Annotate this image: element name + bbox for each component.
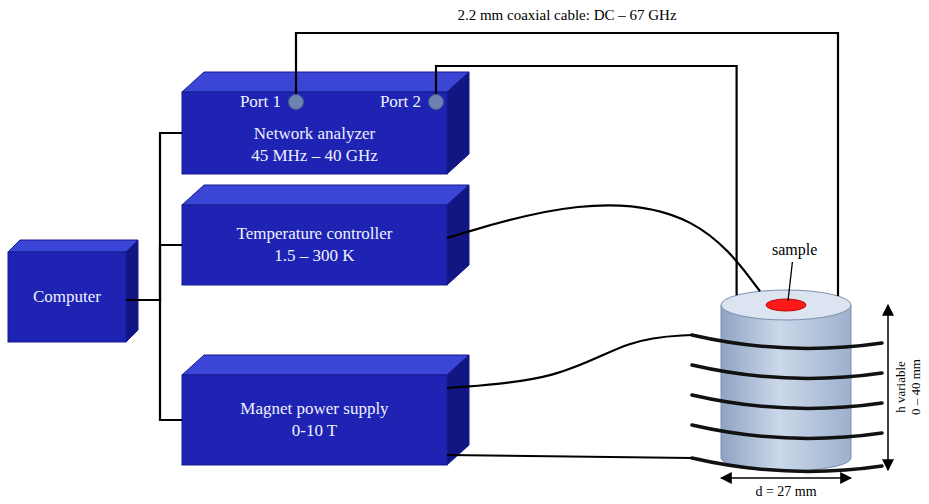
dimension-label: 0 – 40 mm [909,359,923,415]
port-label: Port 2 [380,92,421,112]
magnet-coil-turn [692,458,882,471]
dimension-arrow [887,305,889,470]
sample-disc [766,299,806,311]
instrument-box: Magnet power supply0-10 T [182,375,447,465]
box-label: 0-10 T [292,420,338,442]
magnet-coil-turn [692,395,882,408]
cable-connector [126,245,182,300]
magnet-coil-turn [692,365,882,378]
magnet-coil-turn [692,335,882,348]
sample-holder-cylinder [692,290,882,471]
box-front-face [8,252,126,342]
computer-box: Computer [8,252,126,342]
box-faces [8,72,469,465]
box-label: Magnet power supply [240,398,388,420]
box-top-face [182,185,469,205]
cable-connector [126,133,182,300]
leader-line [788,262,792,301]
box-label: Temperature controller [237,223,393,245]
connector-group [126,27,929,458]
box-label: Computer [33,286,101,308]
cable-label: 2.2 mm coaxial cable: DC – 67 GHz [454,6,679,24]
instrument-box: Network analyzer45 MHz – 40 GHz Port 1 Por… [182,92,447,174]
box-label: 1.5 – 300 K [274,245,354,267]
box-side-face [447,72,469,174]
dimension-label: d = 27 mm [755,484,816,499]
box-front-face [182,205,447,285]
cable-connector [447,205,760,291]
box-top-face [182,72,469,92]
box-3d-shape [182,72,469,174]
magnet-coil-turn [692,425,882,438]
box-3d-shape [182,355,469,465]
dimension-label: h variable [894,361,908,413]
port-connector: Port 2 [428,94,444,110]
box-top-face [182,355,469,375]
sample-holder: sample [692,290,882,470]
cable-connector [126,300,182,420]
box-front-face [182,375,447,465]
sample-label: sample [772,240,817,259]
box-top-face [8,240,138,252]
instrument-box: Temperature controller1.5 – 300 K [182,205,447,285]
cable-connector [447,335,692,388]
box-label: Network analyzer [254,123,375,145]
box-front-face [182,92,447,174]
cylinder-top [721,290,851,320]
cable-connector [447,455,692,458]
cylinder-body [721,305,851,471]
dimension-arrow [721,477,851,479]
port-label: Port 1 [240,92,281,112]
box-3d-shape [8,240,138,342]
box-side-face [126,240,138,342]
box-3d-shape [182,185,469,285]
cable-connector [436,66,737,295]
port-connector: Port 1 [288,94,304,110]
box-label: 45 MHz – 40 GHz [251,145,378,167]
box-side-face [447,355,469,465]
